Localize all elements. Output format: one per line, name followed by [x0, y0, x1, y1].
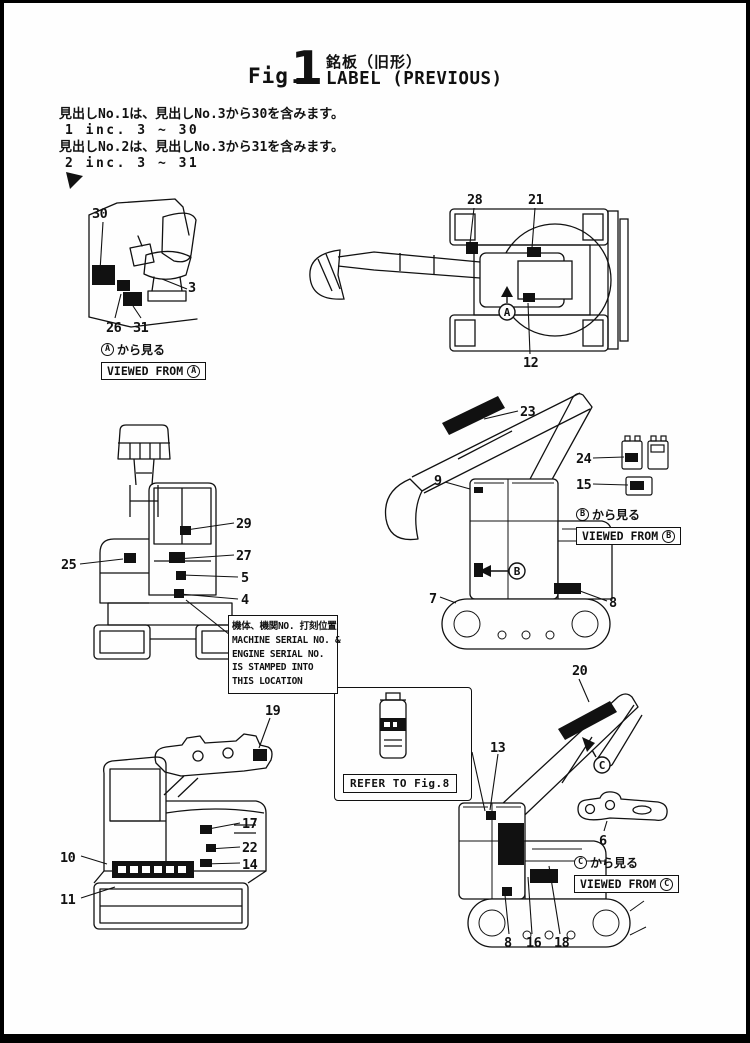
- label-mark-8b: [554, 583, 581, 594]
- callout-13: 13: [490, 740, 506, 756]
- circle-a-icon: A: [101, 343, 114, 356]
- callout-10: 10: [60, 850, 76, 866]
- callout-8-side-b: 8: [609, 595, 617, 611]
- callout-30: 30: [92, 206, 108, 222]
- label-mark-29: [180, 526, 191, 535]
- serial-note-en4: THIS LOCATION: [232, 676, 303, 688]
- serial-note-jp: 機体、機関NO. 打刻位置: [232, 621, 337, 632]
- callout-20: 20: [572, 663, 588, 679]
- callout-8-side-c: 8: [504, 935, 512, 951]
- callout-31: 31: [133, 320, 149, 336]
- callout-4: 4: [241, 592, 249, 608]
- callout-11: 11: [60, 892, 76, 908]
- callout-29: 29: [236, 516, 252, 532]
- callout-21: 21: [528, 192, 544, 208]
- callout-25: 25: [61, 557, 77, 573]
- callout-22: 22: [242, 840, 258, 856]
- index-notes: 見出しNo.1は、見出しNo.3から30を含みます。 1 inc. 3 ~ 30…: [59, 107, 344, 173]
- circle-b-icon: B: [662, 529, 676, 543]
- circle-b-icon: B: [576, 508, 589, 521]
- note-line-2-jp: 見出しNo.2は、見出しNo.3から31を含みます。: [59, 140, 344, 156]
- callout-6: 6: [599, 833, 607, 849]
- callout-16: 16: [526, 935, 542, 951]
- callout-23: 23: [520, 404, 536, 420]
- callout-17: 17: [242, 816, 258, 832]
- label-mark-b: [474, 563, 483, 577]
- callout-27: 27: [236, 548, 252, 564]
- fig-number: 1: [291, 41, 324, 95]
- label-mark-19: [253, 749, 267, 761]
- label-mark-13: [486, 811, 496, 820]
- label-mark-23: [442, 396, 505, 435]
- label-mark-25: [124, 553, 136, 563]
- label-mark-27: [169, 552, 185, 563]
- label-mark-22: [206, 844, 216, 852]
- label-mark-14: [200, 859, 212, 867]
- label-mark-5: [176, 571, 186, 580]
- label-mark-9: [474, 487, 483, 493]
- label-mark-26: [117, 280, 130, 291]
- label-mark-4: [174, 589, 184, 598]
- note-line-2-en: 2 inc. 3 ~ 31: [65, 155, 200, 171]
- callout-14: 14: [242, 857, 258, 873]
- callout-3: 3: [188, 280, 196, 296]
- label-mark-18: [530, 869, 558, 883]
- callout-28: 28: [467, 192, 483, 208]
- container-detail-drawing: [379, 692, 407, 759]
- circle-c-icon: C: [660, 877, 674, 891]
- excavator-top-view-drawing: [309, 208, 629, 352]
- label-mark-21: [527, 247, 541, 257]
- label-detail-b-drawing: [621, 435, 669, 496]
- callout-18: 18: [554, 935, 570, 951]
- serial-note-en3: IS STAMPED INTO: [232, 662, 314, 674]
- callout-24: 24: [576, 451, 592, 467]
- fig-label: Fig.: [248, 64, 303, 88]
- circle-a-icon: A: [187, 364, 201, 378]
- label-mark-12: [523, 293, 535, 302]
- excavator-side-view-b-drawing: [384, 392, 613, 650]
- circle-c-icon: C: [574, 856, 587, 869]
- label-mark-15: [630, 481, 644, 490]
- refer-note-label: REFER TO Fig.8: [343, 774, 457, 793]
- serial-note-en1: MACHINE SERIAL NO. &: [232, 634, 341, 646]
- callout-26: 26: [106, 320, 122, 336]
- callout-15: 15: [576, 477, 592, 493]
- callout-12: 12: [523, 355, 539, 371]
- page-title-jp: 銘板（旧形）: [326, 53, 423, 71]
- page-title-en: LABEL (PREVIOUS): [326, 69, 503, 89]
- label-mark-20: [558, 701, 617, 740]
- serial-note-en2: ENGINE SERIAL NO.: [232, 648, 325, 660]
- link-arm-part-drawing: [577, 791, 668, 821]
- note-triangle-marker: [66, 172, 83, 189]
- callout-7: 7: [429, 591, 437, 607]
- cab-window-dark: [498, 823, 524, 865]
- callout-5: 5: [241, 570, 249, 586]
- callout-19: 19: [265, 703, 281, 719]
- note-line-1-jp: 見出しNo.1は、見出しNo.3から30を含みます。: [59, 107, 344, 122]
- refer-detail-box: REFER TO Fig.8: [334, 687, 472, 801]
- brand-decal: [112, 861, 194, 878]
- label-mark-28: [466, 242, 478, 254]
- label-mark-17: [200, 825, 212, 834]
- label-mark-31: [123, 292, 142, 306]
- label-mark-30: [92, 265, 115, 285]
- label-mark-24: [625, 453, 638, 462]
- serial-number-note: 機体、機関NO. 打刻位置 MACHINE SERIAL NO. & ENGIN…: [228, 615, 341, 694]
- label-mark-8c: [502, 887, 512, 896]
- note-line-1-en: 1 inc. 3 ~ 30: [65, 122, 200, 138]
- callout-9: 9: [434, 473, 442, 489]
